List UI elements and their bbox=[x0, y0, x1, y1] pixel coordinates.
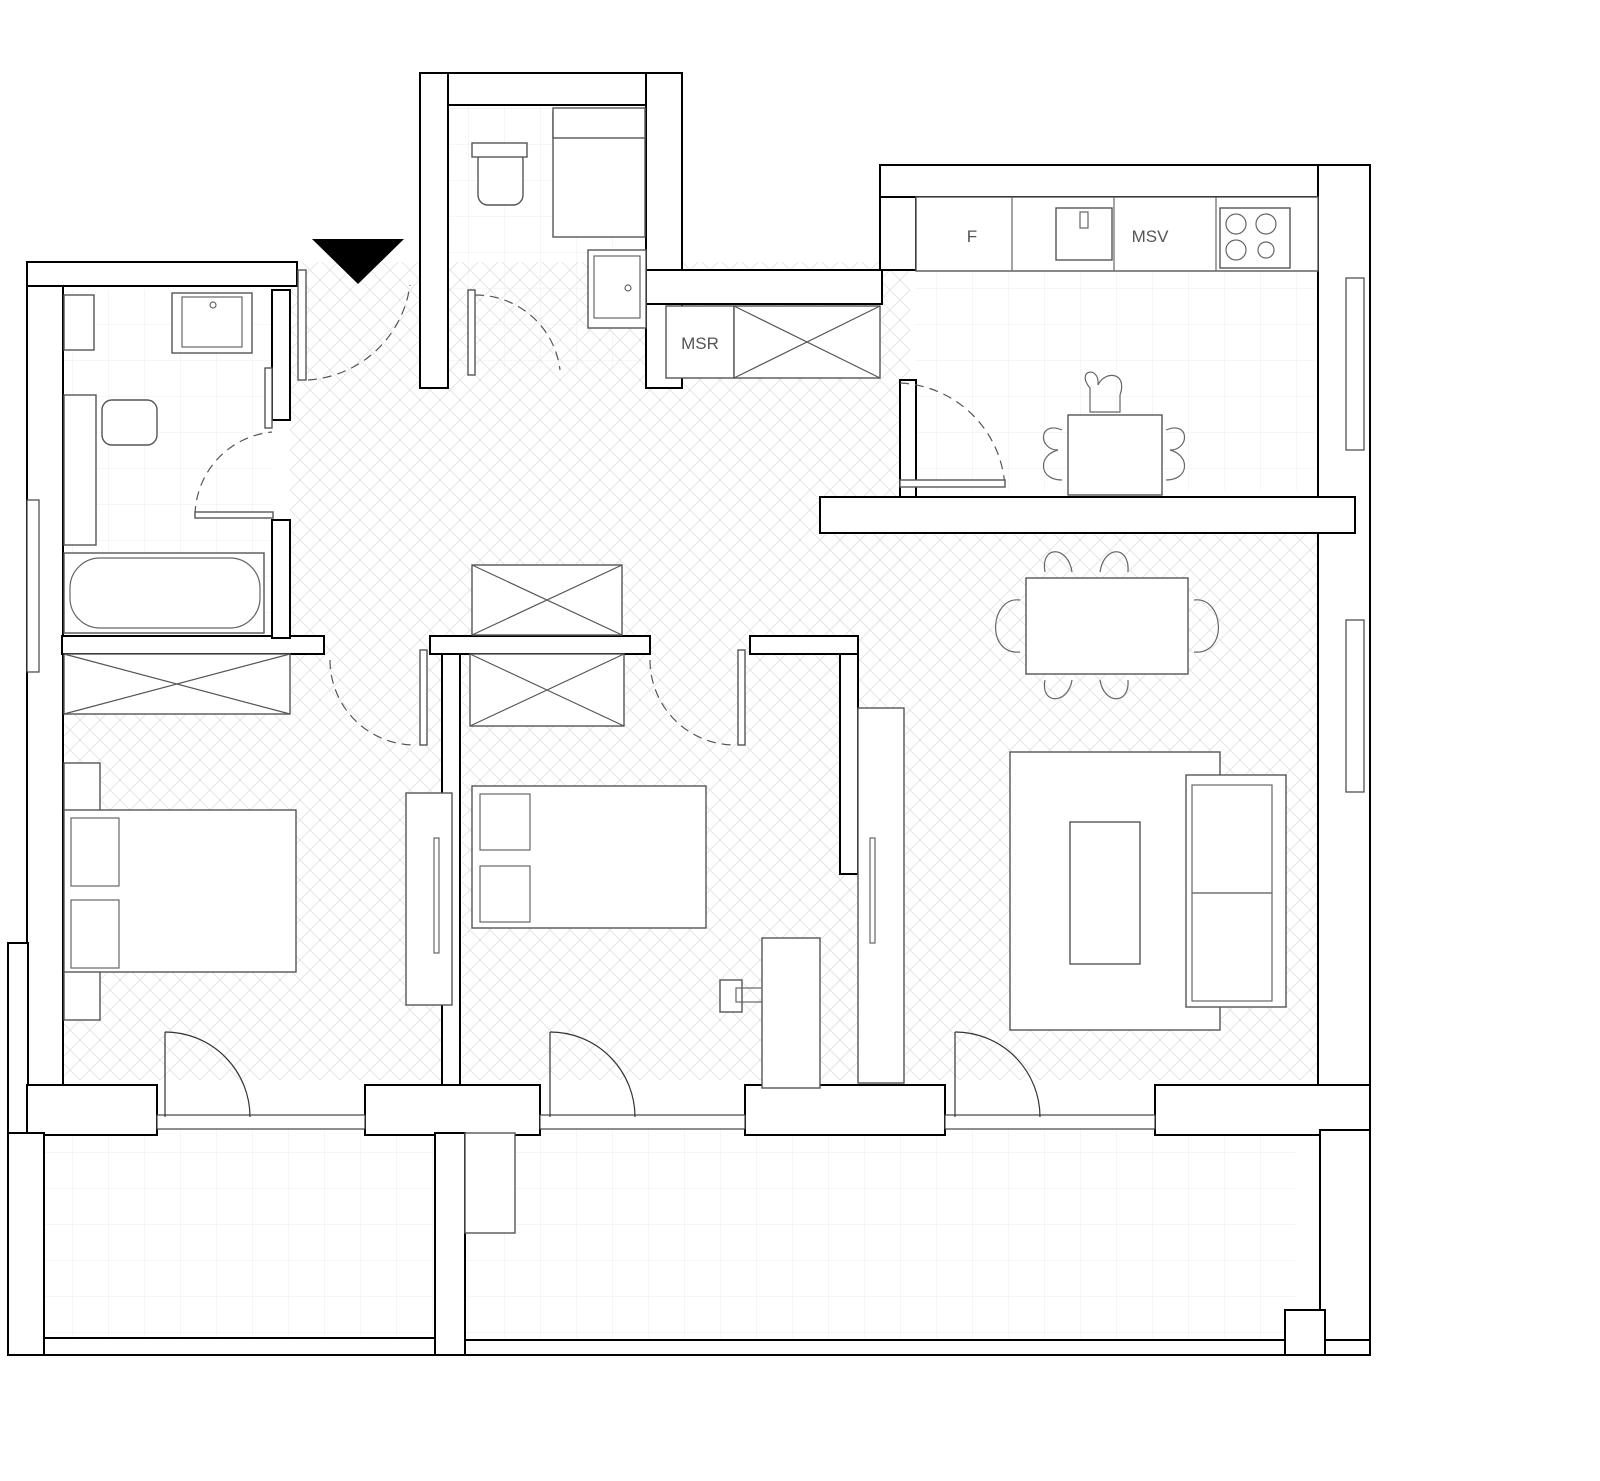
bathroom-basin bbox=[171, 292, 253, 354]
dining-table bbox=[1025, 577, 1189, 675]
balcony-right-floor bbox=[465, 1130, 1295, 1340]
entrance-arrow-icon bbox=[312, 239, 404, 284]
fridge-label: F bbox=[967, 227, 977, 246]
bedroom-1 bbox=[63, 762, 453, 1021]
walls bbox=[7, 72, 1371, 1356]
desk bbox=[761, 937, 821, 1089]
bedside-table bbox=[63, 969, 101, 1021]
window-living-1 bbox=[1345, 619, 1365, 793]
bedroom-2 bbox=[471, 707, 905, 1089]
window-kitchen bbox=[1345, 277, 1365, 451]
chair-icon bbox=[1042, 371, 1186, 481]
double-bed bbox=[471, 785, 707, 929]
kitchen-door-swing bbox=[899, 382, 1006, 489]
hob-icon bbox=[1219, 207, 1291, 269]
balcony-door-1-swing bbox=[164, 1031, 251, 1118]
desk-chair bbox=[719, 979, 743, 1013]
doors bbox=[164, 269, 1041, 1118]
chair-icon bbox=[995, 551, 1219, 700]
living-room bbox=[995, 551, 1287, 1031]
entrance-door-swing bbox=[307, 284, 411, 381]
kitchen: F MSV bbox=[915, 196, 1319, 496]
window-bathroom bbox=[26, 499, 40, 673]
coffee-table bbox=[1069, 821, 1141, 965]
bathroom-bathtub bbox=[63, 552, 265, 634]
tv-unit bbox=[405, 792, 453, 1006]
kitchen-sink bbox=[1055, 207, 1113, 261]
window-south-1 bbox=[156, 1114, 366, 1130]
window-south-3 bbox=[944, 1114, 1156, 1130]
bedside-table bbox=[63, 762, 101, 814]
tv-unit bbox=[857, 707, 905, 1084]
sofa bbox=[1185, 774, 1287, 1008]
bedroom-2-door-swing bbox=[649, 659, 736, 746]
balcony-door-3-swing bbox=[954, 1031, 1041, 1118]
balcony-door-2-swing bbox=[549, 1031, 636, 1118]
ensuite-door-swing bbox=[474, 294, 561, 371]
msr-label: MSR bbox=[681, 334, 719, 353]
kitchen-table bbox=[1067, 414, 1163, 496]
msr-cupboard bbox=[665, 305, 735, 379]
ensuite-basin bbox=[587, 249, 647, 329]
storage-units: MSR bbox=[63, 305, 881, 727]
bathroom-door-swing bbox=[194, 431, 273, 516]
ensuite-fixtures bbox=[471, 107, 647, 329]
msv-label: MSV bbox=[1132, 227, 1170, 246]
balcony-left-floor bbox=[45, 1130, 435, 1340]
windows bbox=[26, 277, 1365, 1130]
ensuite-toilet bbox=[477, 149, 524, 206]
double-bed bbox=[63, 809, 297, 973]
bathroom-fixtures bbox=[63, 292, 265, 634]
bathroom-toilet bbox=[101, 399, 158, 446]
bedroom-1-door-swing bbox=[329, 659, 416, 746]
window-south-2 bbox=[539, 1114, 746, 1130]
